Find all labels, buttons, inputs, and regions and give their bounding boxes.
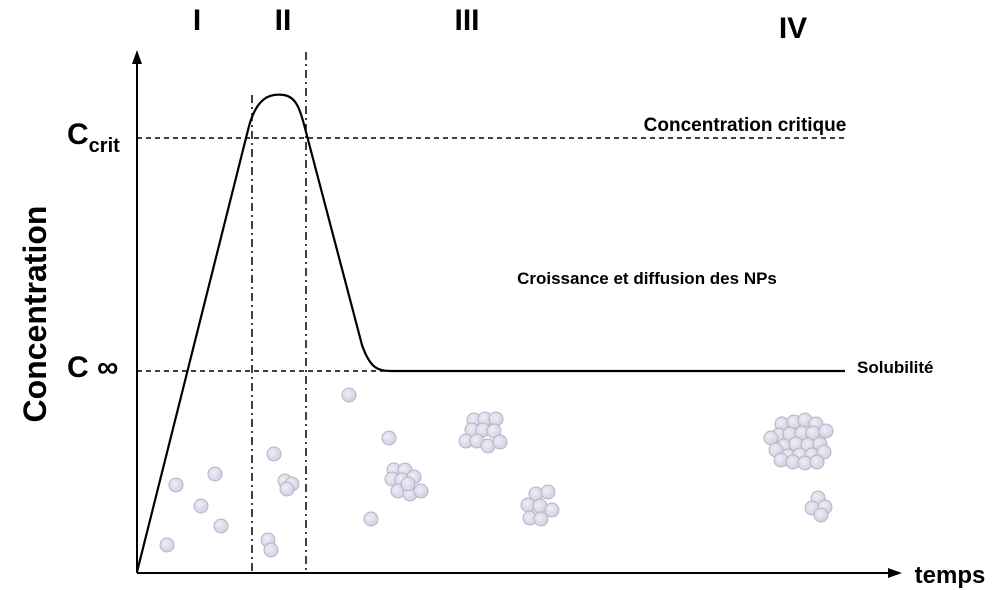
y-axis-title: Concentration xyxy=(17,206,53,423)
nanoparticle xyxy=(492,434,508,450)
nanoparticle xyxy=(279,481,295,497)
nanoparticle xyxy=(413,483,429,499)
phase-label-4: IV xyxy=(779,12,807,45)
phase-label-2: II xyxy=(275,4,292,37)
phase-label-1: I xyxy=(193,4,201,37)
nanoparticle xyxy=(540,484,556,500)
nanoparticle xyxy=(818,423,834,439)
concentration-curve xyxy=(135,93,845,573)
c-crit-label: Ccrit xyxy=(67,118,120,157)
growth-diffusion-label: Croissance et diffusion des NPs xyxy=(517,269,777,288)
nanoparticle xyxy=(213,518,229,534)
nanoparticle xyxy=(813,507,829,523)
nanoparticle xyxy=(193,498,209,514)
critical-concentration-label: Concentration critique xyxy=(644,115,847,136)
nanoparticle xyxy=(263,542,279,558)
nanoparticle xyxy=(533,511,549,527)
nanoparticles xyxy=(159,387,834,558)
solubility-label: Solubilité xyxy=(857,358,934,377)
phase-label-3: III xyxy=(454,4,479,37)
nanoparticle xyxy=(400,476,416,492)
x-axis-arrow xyxy=(888,568,902,578)
axes xyxy=(132,50,902,578)
nanoparticle xyxy=(266,446,282,462)
y-axis-arrow xyxy=(132,50,142,64)
nanoparticle xyxy=(168,477,184,493)
nanoparticle xyxy=(363,511,379,527)
nanoparticle xyxy=(341,387,357,403)
nanoparticle xyxy=(809,454,825,470)
nanoparticle xyxy=(381,430,397,446)
x-axis-title: temps xyxy=(915,562,986,589)
nanoparticle xyxy=(159,537,175,553)
nanoparticle xyxy=(544,502,560,518)
c-inf-label: C ∞ xyxy=(67,351,118,384)
nanoparticle xyxy=(207,466,223,482)
